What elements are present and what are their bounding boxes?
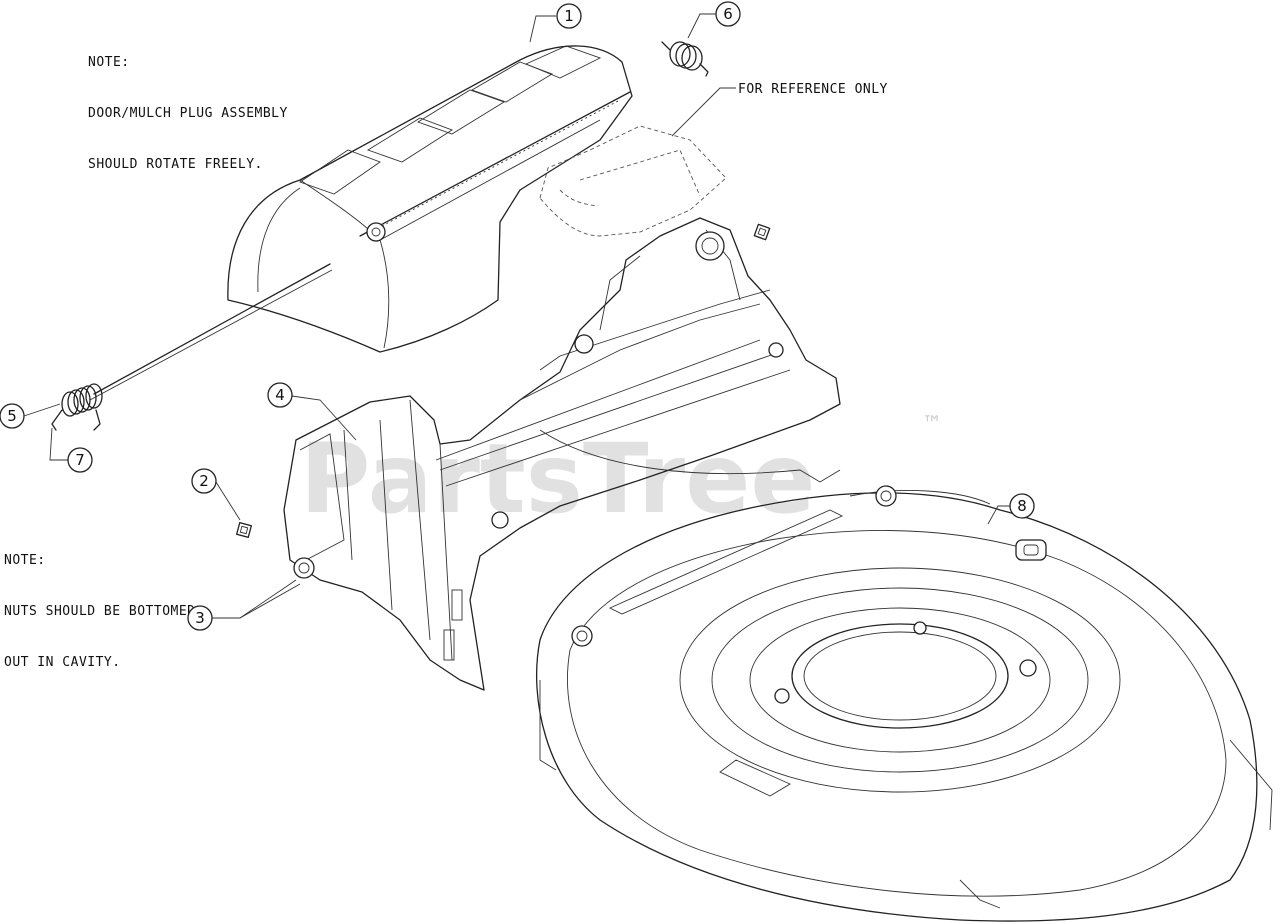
nuts-note-line: NUTS SHOULD BE BOTTOMED (4, 604, 196, 619)
door-note-line: NOTE: (88, 55, 130, 70)
leader-lines (23, 13, 1010, 619)
rear-bracket-housing (283, 217, 841, 691)
door-ribs (299, 45, 602, 195)
nuts-note: NOTE: NUTS SHOULD BE BOTTOMED OUT IN CAV… (4, 518, 196, 705)
callout-number: 3 (195, 609, 205, 627)
callout-2: 2 (191, 468, 217, 494)
torsion-spring-5 (51, 383, 103, 431)
reference-leader (671, 87, 736, 137)
callout-1: 1 (556, 3, 582, 29)
callout-3: 3 (187, 605, 213, 631)
hinge-rod (93, 263, 331, 395)
callout-number: 7 (75, 451, 85, 469)
mower-deck (535, 485, 1273, 922)
cavity-nut (236, 522, 252, 538)
callout-7: 7 (67, 447, 93, 473)
callout-8: 8 (1009, 493, 1035, 519)
callout-number: 8 (1017, 497, 1027, 515)
torsion-spring-6 (661, 41, 709, 77)
callout-4: 4 (267, 382, 293, 408)
callout-5: 5 (0, 403, 25, 429)
callout-6: 6 (715, 1, 741, 27)
door-note-line: SHOULD ROTATE FREELY. (88, 157, 263, 172)
nuts-note-line: OUT IN CAVITY. (4, 655, 121, 670)
reference-label: FOR REFERENCE ONLY (738, 82, 888, 97)
door-note-line: DOOR/MULCH PLUG ASSEMBLY (88, 106, 288, 121)
door-note: NOTE: DOOR/MULCH PLUG ASSEMBLY SHOULD RO… (88, 20, 288, 207)
callout-number: 4 (275, 386, 285, 404)
watermark-trademark: ™ (922, 411, 942, 435)
callout-number: 5 (7, 407, 17, 425)
mulch-door-assembly (227, 45, 633, 353)
callout-number: 2 (199, 472, 209, 490)
callout-number: 1 (564, 7, 574, 25)
callout-number: 6 (723, 5, 733, 23)
small-nut (753, 223, 771, 241)
nuts-note-line: NOTE: (4, 553, 46, 568)
watermark-text: PartsTree (300, 423, 815, 535)
reference-only-part (539, 125, 727, 237)
